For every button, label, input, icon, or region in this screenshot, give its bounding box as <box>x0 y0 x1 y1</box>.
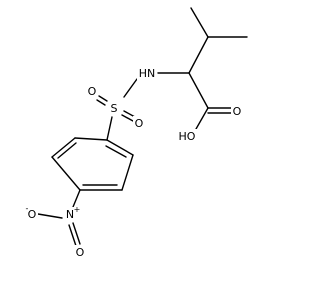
atom-oh: HO <box>176 129 198 143</box>
ring-bond-2 <box>121 154 134 191</box>
svg-text:HN: HN <box>139 67 156 80</box>
svg-text:O: O <box>88 85 97 98</box>
atom-o-sulfonyl-left: O <box>86 84 98 98</box>
atom-n-nitro: N + <box>64 205 80 221</box>
atom-o-nitro-left: O - <box>26 204 38 221</box>
svg-text:O: O <box>233 105 242 118</box>
svg-text:O: O <box>135 117 144 130</box>
structure-canvas: HN S O O O HO N + O - O <box>26 7 248 259</box>
bond-s-o-right-b <box>121 114 134 122</box>
bond-n-o-bottom-a <box>72 222 81 245</box>
svg-text:O: O <box>76 246 85 259</box>
atom-o-carbonyl: O <box>231 104 243 118</box>
svg-text:S: S <box>111 102 118 115</box>
atom-o-sulfonyl-right: O <box>133 116 145 130</box>
ring-double-3 <box>57 142 77 159</box>
ring-double-1 <box>105 145 127 158</box>
bond-alpha-to-carboxyl <box>188 72 209 109</box>
bond-n-o-left <box>37 213 63 219</box>
n-plus-charge: + <box>74 205 81 214</box>
ring-bond-1 <box>106 139 134 156</box>
atom-o-nitro-bottom: O <box>74 245 86 259</box>
svg-text:N: N <box>66 208 74 221</box>
bond-nh-to-s <box>123 78 138 98</box>
bond-carboxyl-to-oh <box>195 107 209 130</box>
svg-text:O: O <box>28 208 37 221</box>
bond-ch-to-alpha <box>188 36 209 74</box>
bond-s-o-left-b <box>96 99 106 106</box>
atom-nh: HN <box>137 66 157 80</box>
atom-sulfur: S <box>108 101 120 115</box>
o-minus-charge: - <box>26 204 29 213</box>
bond-methyl-left <box>190 7 209 38</box>
bond-n-o-bottom-b <box>68 224 77 247</box>
ring-bond-5 <box>51 137 76 158</box>
bond-ring-to-n <box>72 189 81 208</box>
bond-s-to-ring <box>106 116 113 141</box>
svg-text:HO: HO <box>179 130 196 143</box>
ring-bond-6 <box>74 137 108 141</box>
chemical-structure-diagram: HN S O O O HO N + O - O <box>26 7 248 259</box>
bond-s-o-left-a <box>98 95 108 102</box>
ring-bond-4 <box>51 156 81 191</box>
